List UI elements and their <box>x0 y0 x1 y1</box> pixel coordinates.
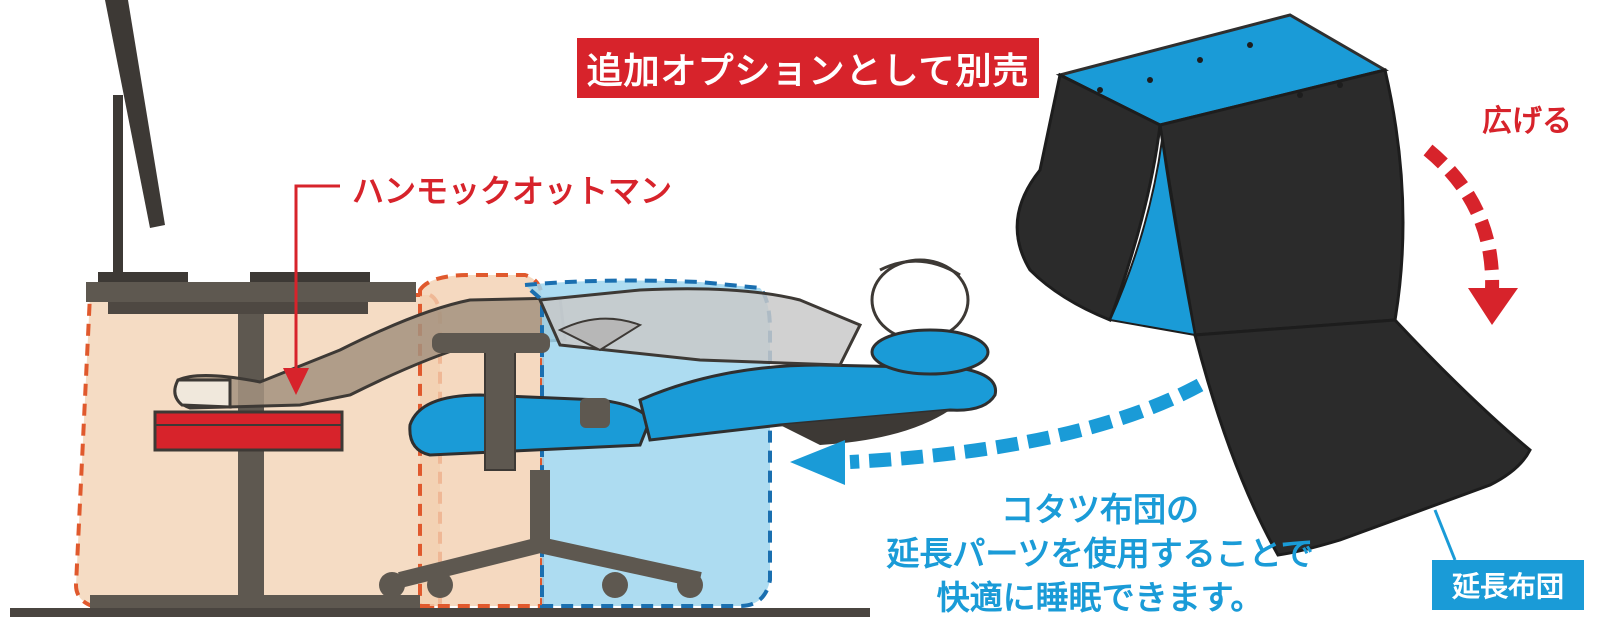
expand-label: 広げる <box>1482 104 1572 139</box>
dashed-curved-arrow-down-icon <box>1423 144 1518 325</box>
dashed-arrow-left-icon <box>790 378 1204 485</box>
usage-caption: コタツ布団の 延長パーツを使用することで 快適に睡眠できます。 <box>880 488 1320 617</box>
monitor-base <box>250 272 370 282</box>
extension-pointer-line <box>1433 509 1457 561</box>
office-chair <box>379 333 998 598</box>
kotatsu-futon-extension <box>1015 13 1532 557</box>
extension-futon-badge: 延長布団 <box>1432 560 1584 610</box>
monitor <box>98 0 188 282</box>
caption-line: 快適に睡眠できます。 <box>936 578 1264 617</box>
floor-line <box>10 608 870 617</box>
caption-line: コタツ布団の <box>1001 490 1199 529</box>
option-banner: 追加オプションとして別売 <box>577 38 1039 98</box>
hammock-ottoman <box>153 410 344 452</box>
caption-line: 延長パーツを使用することで <box>886 534 1314 573</box>
desk <box>86 282 420 608</box>
ottoman-label: ハンモックオットマン <box>352 172 673 210</box>
person-body <box>537 258 990 376</box>
pointer-arrow-down-icon <box>283 184 340 395</box>
